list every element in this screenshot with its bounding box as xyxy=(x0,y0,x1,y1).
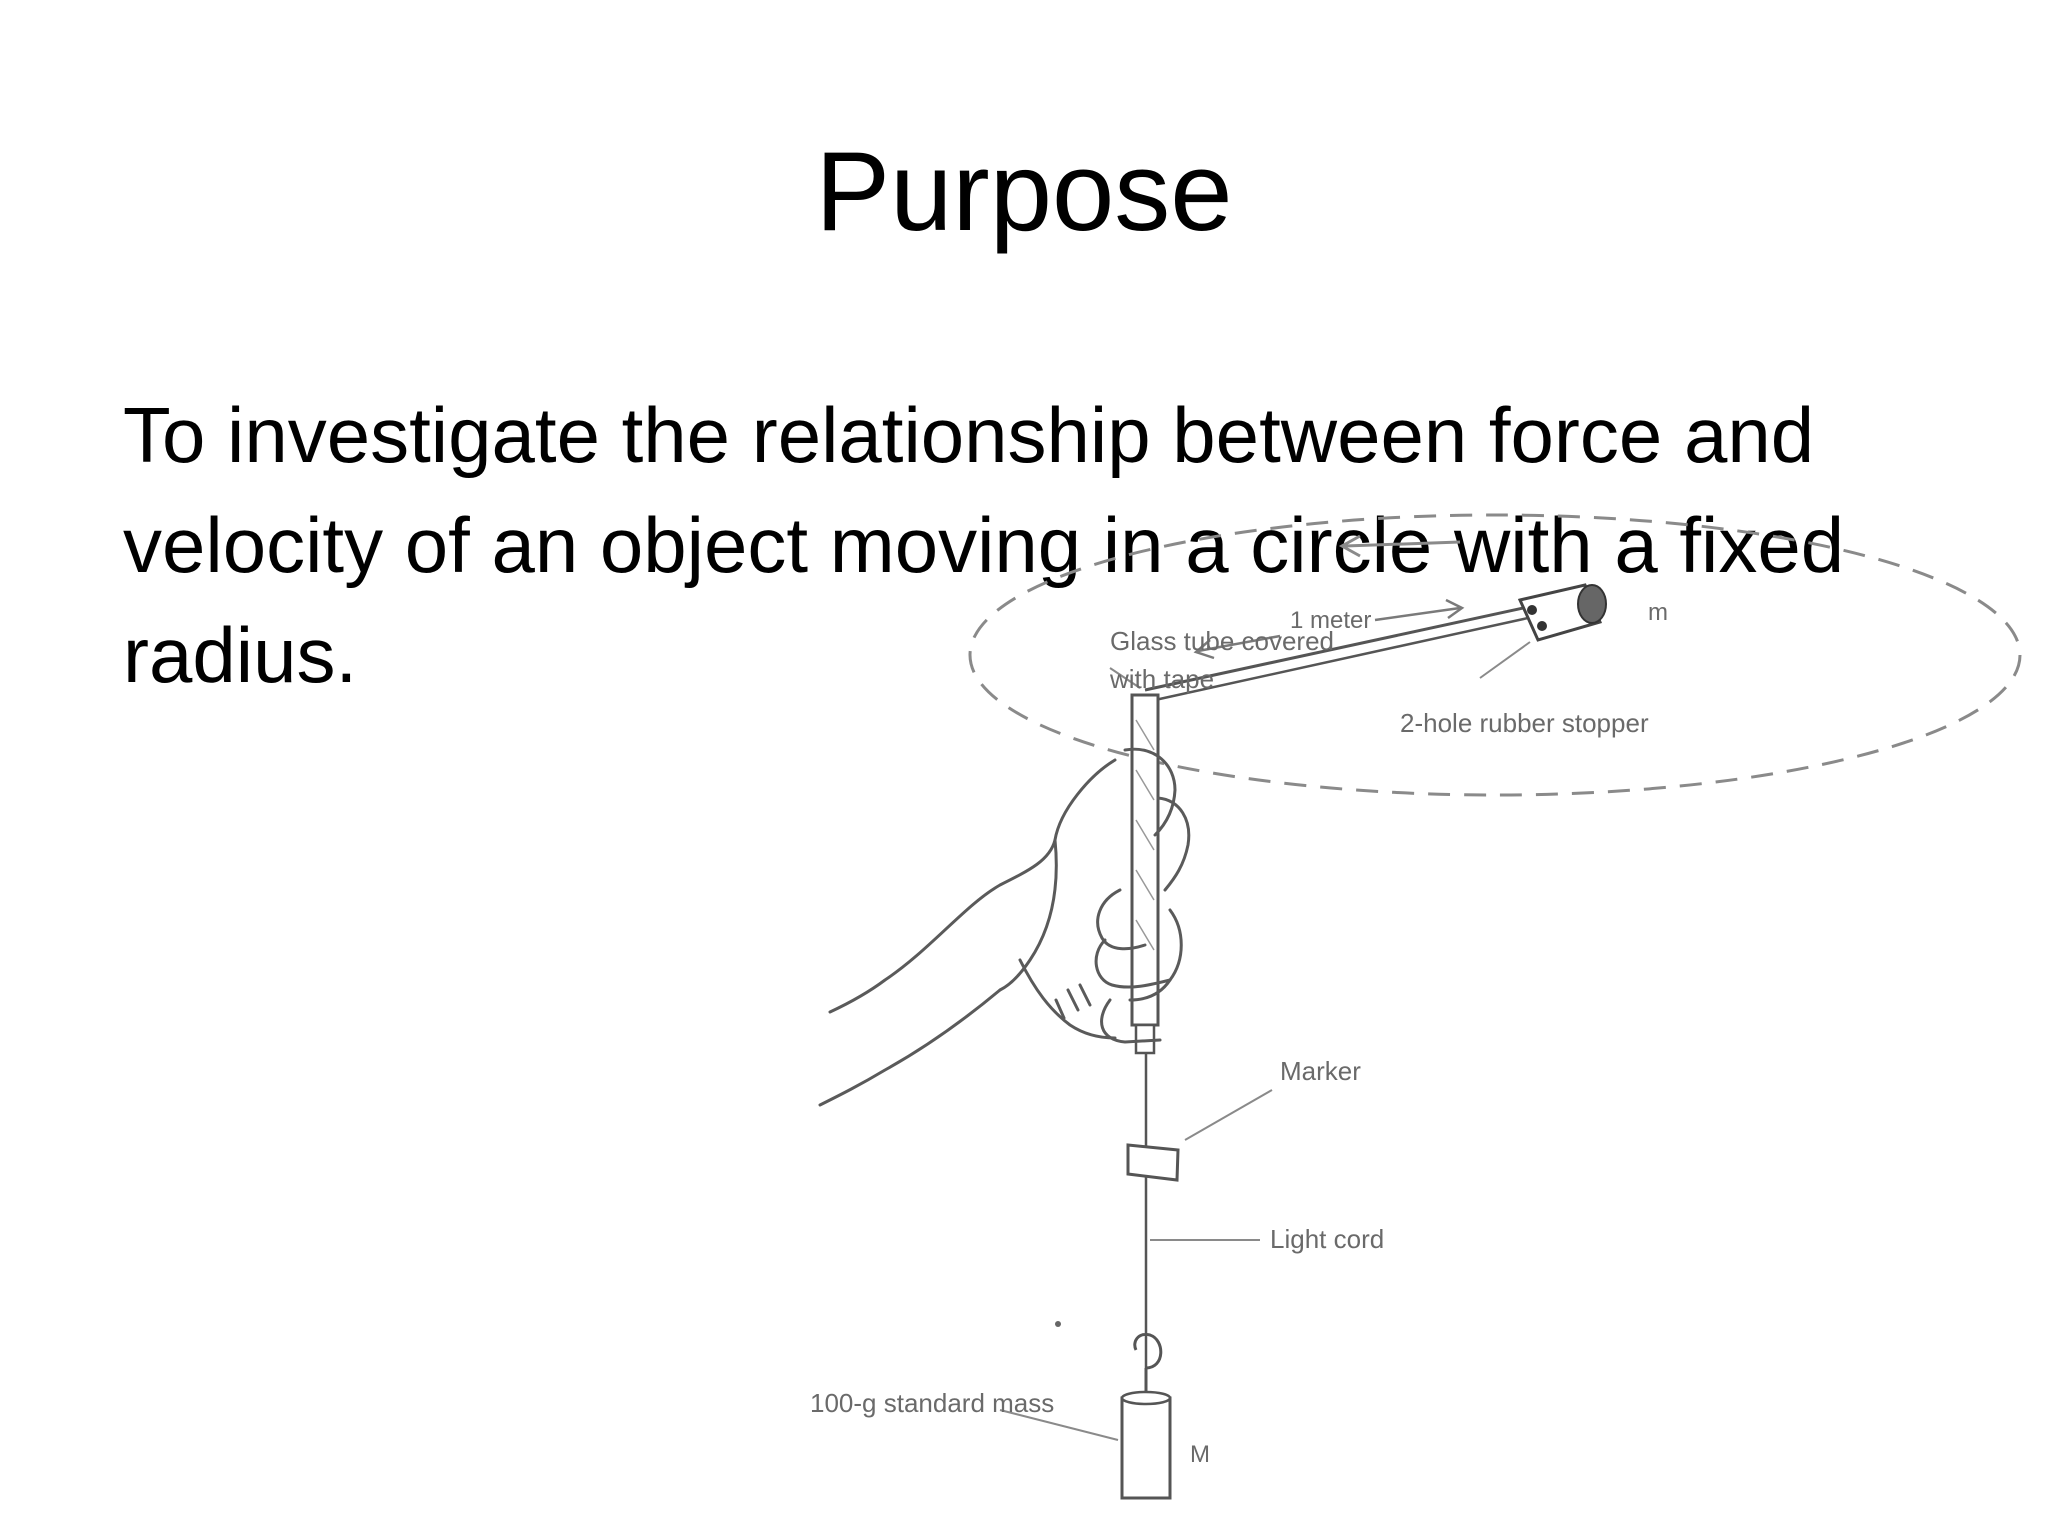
whirling-cord xyxy=(1144,605,1529,692)
slide-title: Purpose xyxy=(815,129,1233,254)
one-meter-arrow-right xyxy=(1374,606,1461,622)
rubber-stopper xyxy=(1517,583,1607,642)
orbit-direction-arrow xyxy=(1344,540,1461,548)
label-light-cord: Light cord xyxy=(1270,1224,1384,1254)
label-one-meter: 1 meter xyxy=(1290,607,1371,634)
label-marker: Marker xyxy=(1280,1056,1361,1086)
one-meter-arrow-left xyxy=(1197,634,1281,653)
orbit-path xyxy=(968,513,2022,797)
label-m: m xyxy=(1648,599,1668,626)
label-M: M xyxy=(1190,1441,1210,1468)
standard-mass xyxy=(1120,1390,1172,1500)
marker xyxy=(1126,1143,1180,1182)
label-standard-mass: 100-g standard mass xyxy=(810,1388,1054,1418)
circular-motion-apparatus-diagram: Glass tube covered with tape 1 meter 2-h… xyxy=(810,513,2022,1500)
mass-hook xyxy=(1133,1332,1163,1370)
hand-sketch xyxy=(818,747,1191,1107)
label-glass-tube-line1: Glass tube covered xyxy=(1110,626,1334,656)
slide-body-text: To investigate the relationship between … xyxy=(123,391,1845,699)
label-glass-tube-line2: with tape xyxy=(1109,664,1214,694)
label-rubber-stopper: 2-hole rubber stopper xyxy=(1400,708,1649,738)
